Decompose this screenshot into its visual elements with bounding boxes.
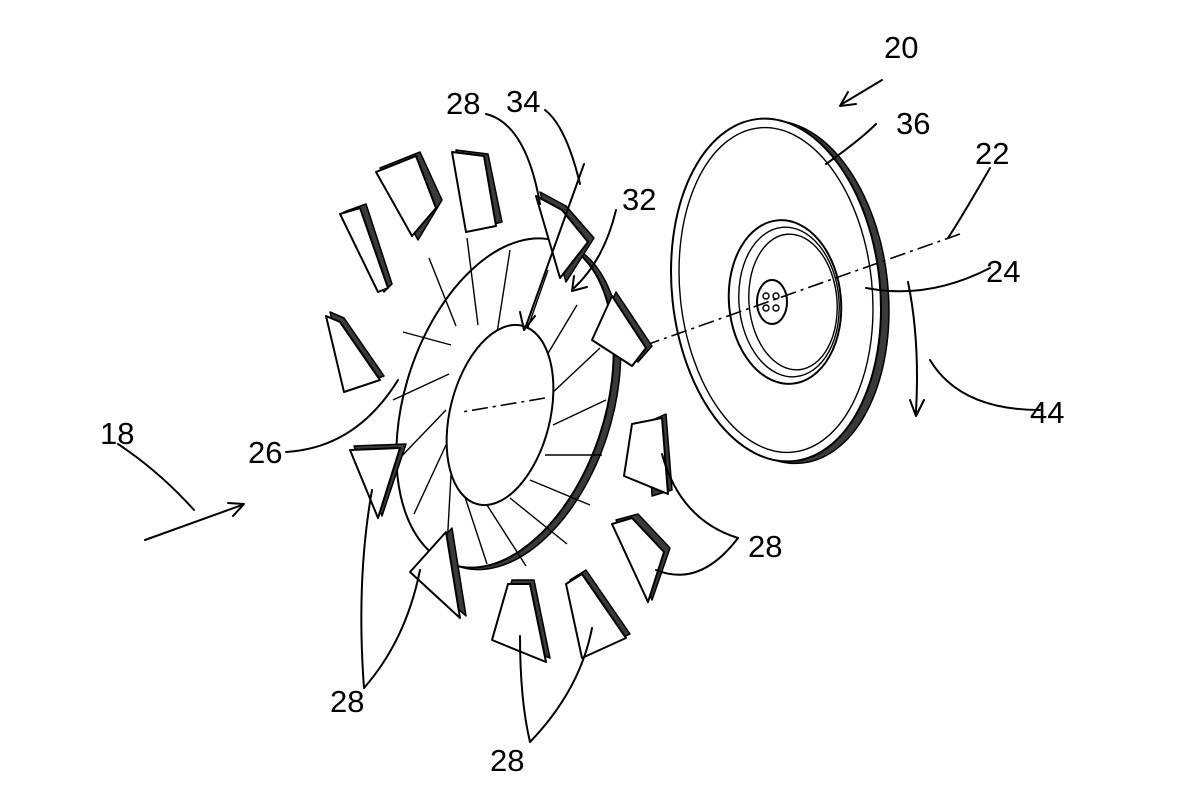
rotation-arrow [907,281,925,417]
leader-lines [117,113,1041,743]
segment [409,527,467,619]
stator-ring [392,237,622,571]
stator-spokes [392,237,607,567]
segment [491,579,551,663]
label-24: 24 [986,254,1020,289]
label-22: 22 [975,136,1009,171]
label-32: 32 [622,182,656,217]
segment [611,513,671,603]
segment [375,151,443,241]
label-26: 26 [248,435,282,470]
label-28-bottom: 28 [490,743,524,778]
arrow-20 [839,79,883,107]
label-34: 34 [506,84,540,119]
arrow-34 [519,109,585,331]
label-28-right: 28 [748,529,782,564]
arrow-32 [571,209,617,292]
label-28-bottom-left: 28 [330,684,364,719]
label-28-top: 28 [446,86,480,121]
reference-numerals: 18 20 22 24 26 28 28 28 28 32 34 36 44 [100,30,1064,778]
flow-arrow [144,502,245,541]
segment [451,149,503,233]
segment [339,203,393,293]
segments [325,149,673,663]
label-20: 20 [884,30,918,65]
label-44: 44 [1030,395,1064,430]
rotor-disc [670,117,890,465]
segment [591,291,653,367]
label-18: 18 [100,416,134,451]
segment [623,413,673,497]
segment [349,443,407,519]
segment [565,569,631,659]
label-36: 36 [896,106,930,141]
segment [325,311,385,393]
